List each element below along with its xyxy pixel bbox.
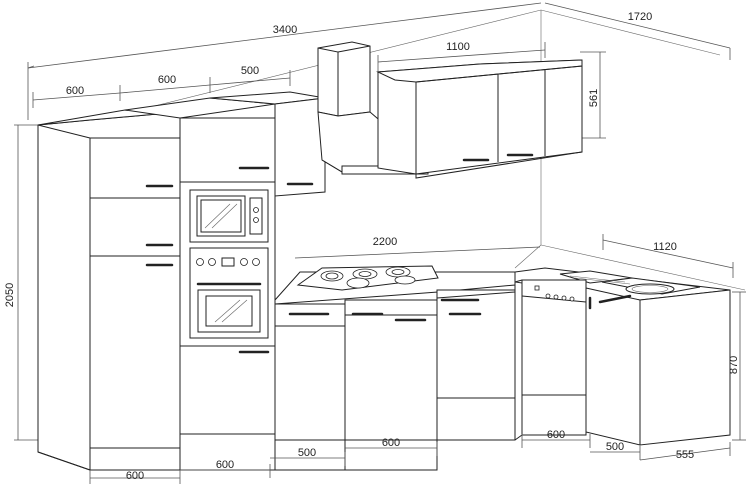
tall-cabinet-left: [37, 109, 181, 471]
dimension-bottom: 600 600 500 600 600 500 555: [89, 429, 731, 484]
dimension-top-units: 600 600 500: [32, 65, 291, 108]
label-top-600-a: 600: [66, 85, 84, 97]
label-2050: 2050: [4, 283, 16, 307]
wall-cabinets-right: [376, 59, 583, 179]
dimension-height: 2050: [4, 124, 38, 441]
label-1100: 1100: [446, 41, 470, 53]
label-bottom-600-a: 600: [126, 470, 144, 482]
cooktop: [296, 265, 439, 291]
label-bottom-600-d: 600: [547, 429, 565, 441]
label-bottom-600-b: 600: [216, 459, 234, 471]
label-bottom-600-c: 600: [382, 437, 400, 449]
wall-cabinet-left: [209, 91, 326, 197]
microwave: [189, 189, 269, 243]
label-2200: 2200: [373, 236, 397, 248]
label-bottom-555: 555: [676, 449, 694, 461]
base-cabinets: [274, 289, 516, 471]
dimension-base-height: 870: [728, 291, 746, 441]
dimension-wall-unit: 1100: [377, 41, 546, 72]
label-1120: 1120: [653, 241, 677, 253]
label-top-500: 500: [241, 65, 259, 77]
dimension-wall-height: 561: [580, 51, 606, 139]
label-870: 870: [728, 356, 740, 374]
dimension-corner: 1120: [602, 234, 734, 278]
tall-cabinet-oven: [124, 97, 276, 471]
label-1720: 1720: [628, 11, 652, 23]
label-3400: 3400: [273, 24, 297, 36]
dimension-depth-right: 1720: [544, 2, 731, 60]
label-top-600-b: 600: [158, 74, 176, 86]
sink-unit: [514, 267, 731, 446]
label-bottom-500: 500: [298, 447, 316, 459]
dimension-total-width: 3400: [27, 2, 542, 120]
label-561: 561: [588, 89, 600, 107]
oven: [189, 247, 269, 339]
label-bottom-500-b: 500: [606, 441, 624, 453]
